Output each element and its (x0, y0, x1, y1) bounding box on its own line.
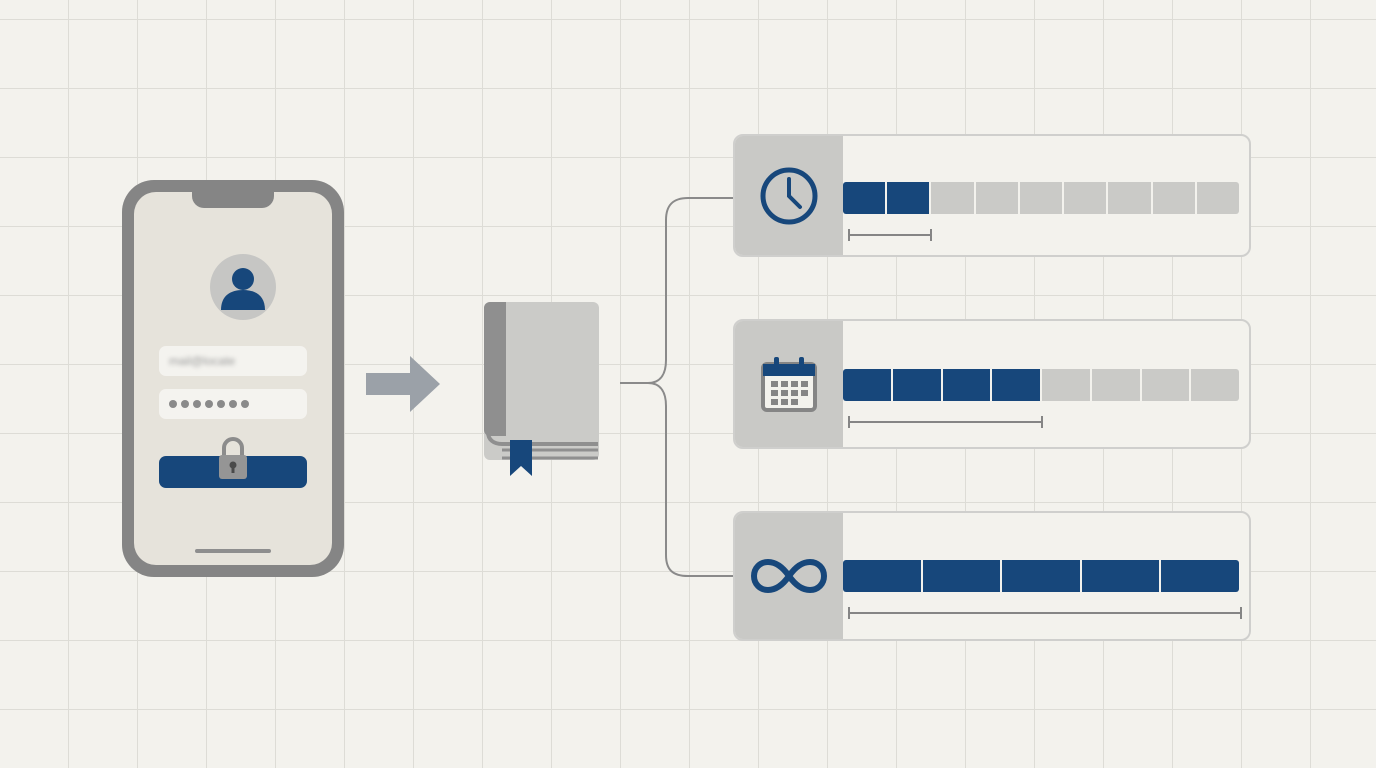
email-value: mail@locate (169, 354, 236, 368)
tier-range-bracket (848, 229, 933, 241)
padlock-icon (219, 437, 247, 479)
tier-progress-bar: 2/9 0.2 clock-icon (843, 182, 1239, 214)
progress-segment-empty (1091, 369, 1140, 401)
progress-segment-filled (1161, 560, 1239, 592)
progress-segment-filled (887, 182, 930, 214)
progress-segment-filled (843, 560, 921, 592)
progress-segment-filled (843, 369, 891, 401)
home-indicator (195, 549, 271, 553)
progress-segment-filled (1002, 560, 1080, 592)
password-dot (169, 400, 177, 408)
progress-segment-filled (922, 560, 1001, 592)
progress-segment-empty (975, 182, 1018, 214)
tier-icon-box (735, 321, 843, 447)
tier-panel-medium: 4/8 0.5 calendar-icon (733, 319, 1251, 449)
progress-segment-empty (931, 182, 974, 214)
password-dot (181, 400, 189, 408)
progress-segment-filled (942, 369, 991, 401)
password-dot (193, 400, 201, 408)
progress-segment-empty (1196, 182, 1239, 214)
progress-segment-empty (1152, 182, 1195, 214)
book-with-bookmark-icon (484, 302, 599, 476)
password-field[interactable] (159, 389, 307, 419)
tier-panel-short: 2/9 0.2 clock-icon (733, 134, 1251, 257)
password-dot (229, 400, 237, 408)
password-dots (169, 389, 307, 419)
tier-progress-bar: 4/8 0.5 calendar-icon (843, 369, 1239, 401)
progress-segment-empty (1064, 182, 1107, 214)
progress-segment-empty (1191, 369, 1239, 401)
tier-panel-unlimited: 5/5 1 infinity-icon (733, 511, 1251, 641)
progress-segment-filled (1081, 560, 1160, 592)
calendar-icon (761, 357, 817, 412)
branch-connector (620, 197, 734, 577)
clock-icon (760, 167, 818, 224)
tier-icon-box (735, 513, 843, 639)
progress-segment-empty (1141, 369, 1190, 401)
phone-notch (192, 192, 274, 208)
infinity-icon (750, 558, 828, 594)
progress-segment-filled (992, 369, 1040, 401)
password-dot (217, 400, 225, 408)
password-dot (205, 400, 213, 408)
progress-segment-empty (1042, 369, 1090, 401)
progress-segment-empty (1019, 182, 1063, 214)
progress-segment-filled (892, 369, 941, 401)
tier-range-bracket (848, 607, 1242, 619)
progress-segment-empty (1108, 182, 1151, 214)
password-dot (241, 400, 249, 408)
tier-icon-box (735, 136, 843, 255)
smartphone: mail@locate (122, 180, 344, 577)
tier-progress-bar: 5/5 1 infinity-icon (843, 560, 1239, 592)
email-field[interactable]: mail@locate (159, 346, 307, 376)
tier-range-bracket (848, 416, 1043, 428)
login-screen: mail@locate (134, 192, 332, 565)
arrow-right-icon (366, 356, 440, 412)
user-avatar-icon (210, 254, 276, 320)
progress-segment-filled (843, 182, 886, 214)
login-button[interactable] (159, 437, 307, 488)
